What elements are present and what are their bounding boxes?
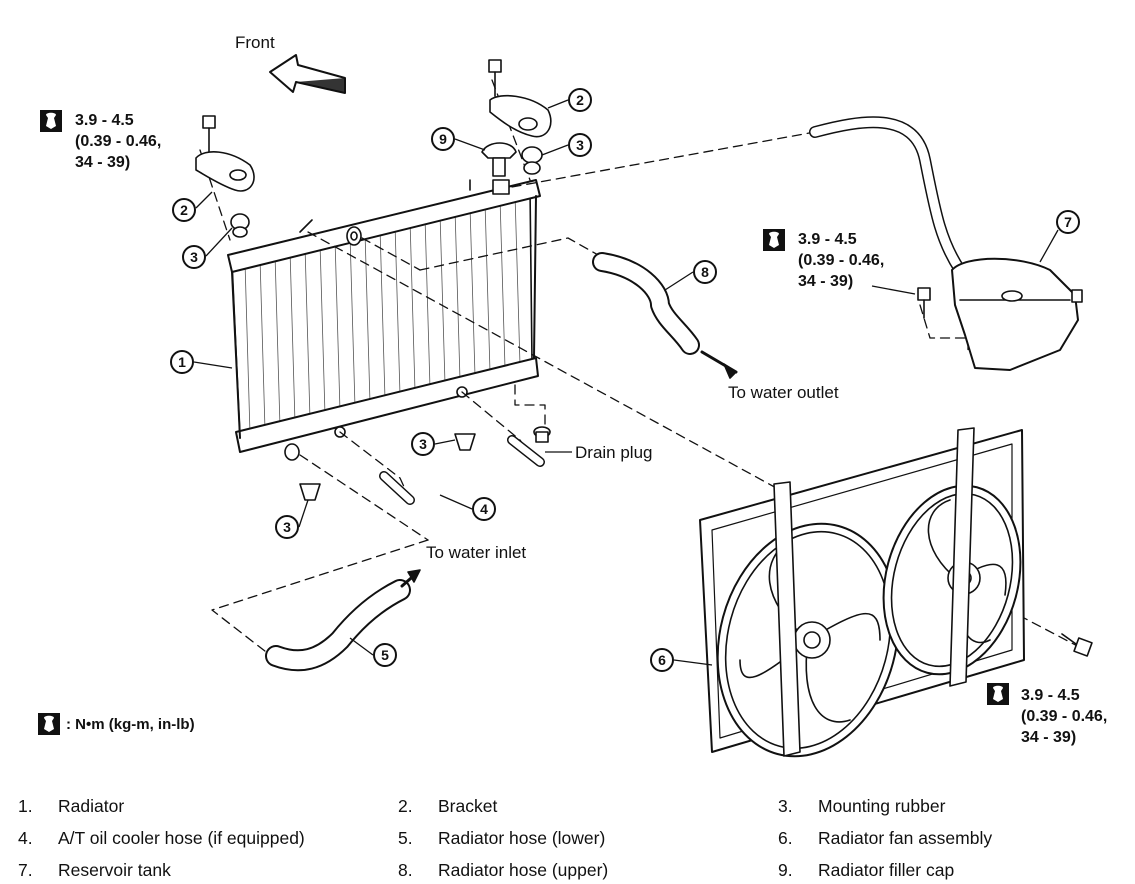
svg-text:3: 3 (419, 436, 427, 452)
callout-9: 9 (431, 127, 455, 151)
callout-6: 6 (650, 648, 674, 672)
torque-value: 3.9 - 4.5 (75, 112, 134, 129)
upper-radiator-hose (592, 252, 738, 379)
svg-text:6: 6 (658, 652, 666, 668)
callout-3-bottom: 3 (275, 515, 299, 539)
callout-3-center: 3 (411, 432, 435, 456)
svg-text:9: 9 (439, 131, 447, 147)
brackets-and-bolts (195, 59, 552, 501)
legend-item: 5.Radiator hose (lower) (398, 828, 606, 848)
torque-value: 3.9 - 4.5 (798, 231, 857, 248)
callout-1: 1 (170, 350, 194, 374)
svg-text:5: 5 (381, 647, 389, 663)
radiator-fan-assembly (699, 427, 1093, 758)
svg-text:7: 7 (1064, 214, 1072, 230)
legend-item: 7.Reservoir tank (18, 860, 171, 880)
callout-2-top: 2 (568, 88, 592, 112)
torque-value: 3.9 - 4.5 (1021, 687, 1080, 704)
callout-3-left: 3 (182, 245, 206, 269)
callout-7: 7 (1056, 210, 1080, 234)
callout-8: 8 (693, 260, 717, 284)
svg-text:3: 3 (283, 519, 291, 535)
legend-item: 4.A/T oil cooler hose (if equipped) (18, 828, 305, 848)
legend-item: 9.Radiator filler cap (778, 860, 955, 880)
torque-spec-fan: 3.9 - 4.5 (0.39 - 0.46, 34 - 39) (1021, 685, 1107, 748)
svg-text:4: 4 (480, 501, 488, 517)
svg-text:2: 2 (576, 92, 584, 108)
torque-inlb: 34 - 39) (75, 154, 131, 171)
drain-plug-label: Drain plug (575, 443, 653, 462)
front-label: Front (235, 33, 275, 52)
legend-item: 1.Radiator (18, 796, 125, 816)
callout-2-left: 2 (172, 198, 196, 222)
svg-text:8: 8 (701, 264, 709, 280)
torque-kgm: (0.39 - 0.46, (1021, 708, 1108, 725)
torque-inlb: 34 - 39) (1021, 729, 1077, 746)
lower-radiator-hose (265, 569, 421, 672)
svg-text:2: 2 (180, 202, 188, 218)
svg-text:1: 1 (178, 354, 186, 370)
reservoir-tube (809, 116, 966, 276)
torque-wrench-icon (763, 229, 785, 251)
torque-wrench-icon (40, 110, 62, 132)
torque-wrench-icon (987, 683, 1009, 705)
at-oil-cooler-hoses (379, 435, 545, 505)
legend-item: 6.Radiator fan assembly (778, 828, 993, 848)
legend-item: 8.Radiator hose (upper) (398, 860, 609, 880)
torque-wrench-icon (38, 713, 60, 735)
torque-inlb: 34 - 39) (798, 273, 854, 290)
svg-text:3: 3 (576, 137, 584, 153)
reservoir-tank (917, 257, 1083, 371)
front-arrow (269, 54, 346, 94)
radiator-core-fins (244, 193, 521, 435)
radiator (227, 179, 541, 461)
to-water-outlet-label: To water outlet (728, 383, 839, 402)
torque-spec-left: 3.9 - 4.5 (0.39 - 0.46, 34 - 39) (75, 110, 161, 173)
torque-spec-reservoir: 3.9 - 4.5 (0.39 - 0.46, 34 - 39) (798, 229, 884, 292)
legend-item: 3.Mounting rubber (778, 796, 946, 816)
callout-4: 4 (472, 497, 496, 521)
unit-note: : N•m (kg-m, in-lb) (66, 716, 195, 733)
legend-item: 2.Bracket (398, 796, 498, 816)
torque-kgm: (0.39 - 0.46, (798, 252, 885, 269)
callout-5: 5 (373, 643, 397, 667)
callout-3-top: 3 (568, 133, 592, 157)
torque-kgm: (0.39 - 0.46, (75, 133, 162, 150)
svg-text:3: 3 (190, 249, 198, 265)
to-water-inlet-label: To water inlet (426, 543, 527, 562)
